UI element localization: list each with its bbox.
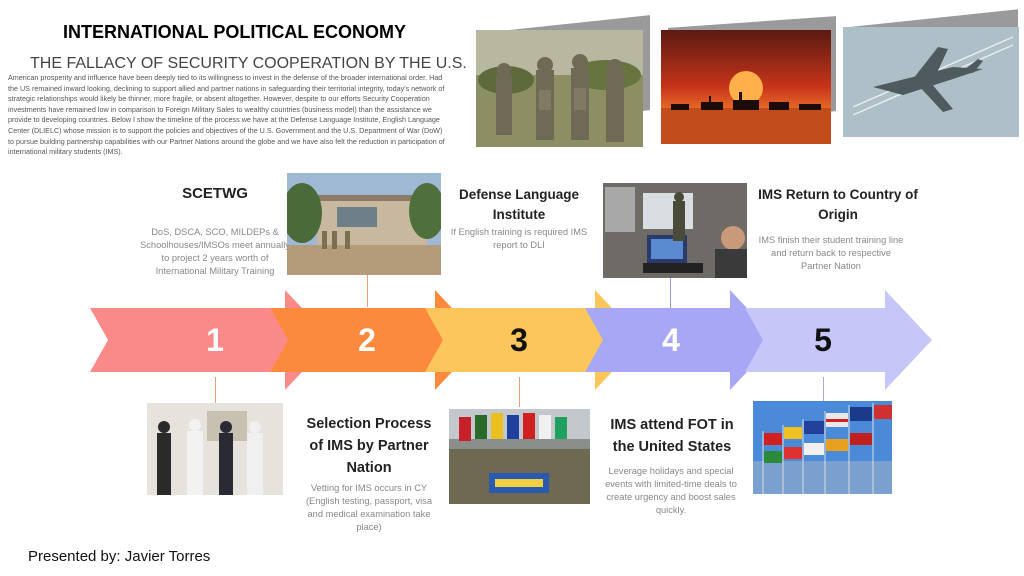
step-number-1: 1	[206, 322, 224, 358]
building-photo	[287, 173, 441, 275]
step-number-4: 4	[662, 322, 680, 358]
dli-description: If English training is required IMS repo…	[450, 227, 588, 250]
ships-sunset-photo	[661, 30, 831, 144]
scetwg-heading: SCETWG	[182, 185, 248, 202]
fot-description: Leverage holidays and special events wit…	[605, 466, 737, 515]
dli-heading: Defense Language Institute	[458, 187, 580, 222]
arrow-step-1	[90, 290, 332, 390]
step-number-3: 3	[510, 322, 528, 358]
step-number-5: 5	[814, 322, 832, 358]
connector-line	[670, 278, 671, 308]
connector-line	[519, 377, 520, 407]
fot-heading: IMS attend FOT in the United States	[610, 417, 734, 455]
connector-line	[367, 275, 368, 307]
connector-line	[823, 377, 824, 401]
jet-photo	[843, 27, 1019, 137]
classroom-photo	[603, 183, 747, 278]
timeline-arrows	[90, 290, 932, 390]
arrow-step-3	[425, 290, 642, 390]
flags-photo	[753, 401, 892, 494]
page-title: INTERNATIONAL POLITICAL ECONOMY	[63, 22, 407, 42]
intro-paragraph: American prosperity and influence have b…	[8, 73, 445, 157]
arrow-step-4	[585, 290, 777, 390]
parade-flags-photo	[449, 409, 590, 504]
page-subtitle: THE FALLACY OF SECURITY COOPERATION BY T…	[30, 55, 467, 72]
selection-description: Vetting for IMS occurs in CY (English te…	[305, 483, 433, 532]
return-heading: IMS Return to Country of Origin	[758, 187, 918, 222]
return-description: IMS finish their student training line a…	[758, 235, 904, 271]
soldiers-photo	[476, 30, 643, 147]
connector-line	[215, 377, 216, 403]
scetwg-description: DoS, DSCA, SCO, MILDEPs & Schoolhouses/I…	[140, 227, 290, 276]
step-number-2: 2	[358, 322, 376, 358]
selection-heading: Selection Process of IMS by Partner Nati…	[306, 416, 432, 476]
presenter-credit: Presented by: Javier Torres	[28, 548, 211, 565]
handshake-photo	[147, 403, 283, 495]
arrow-step-5	[745, 290, 932, 390]
